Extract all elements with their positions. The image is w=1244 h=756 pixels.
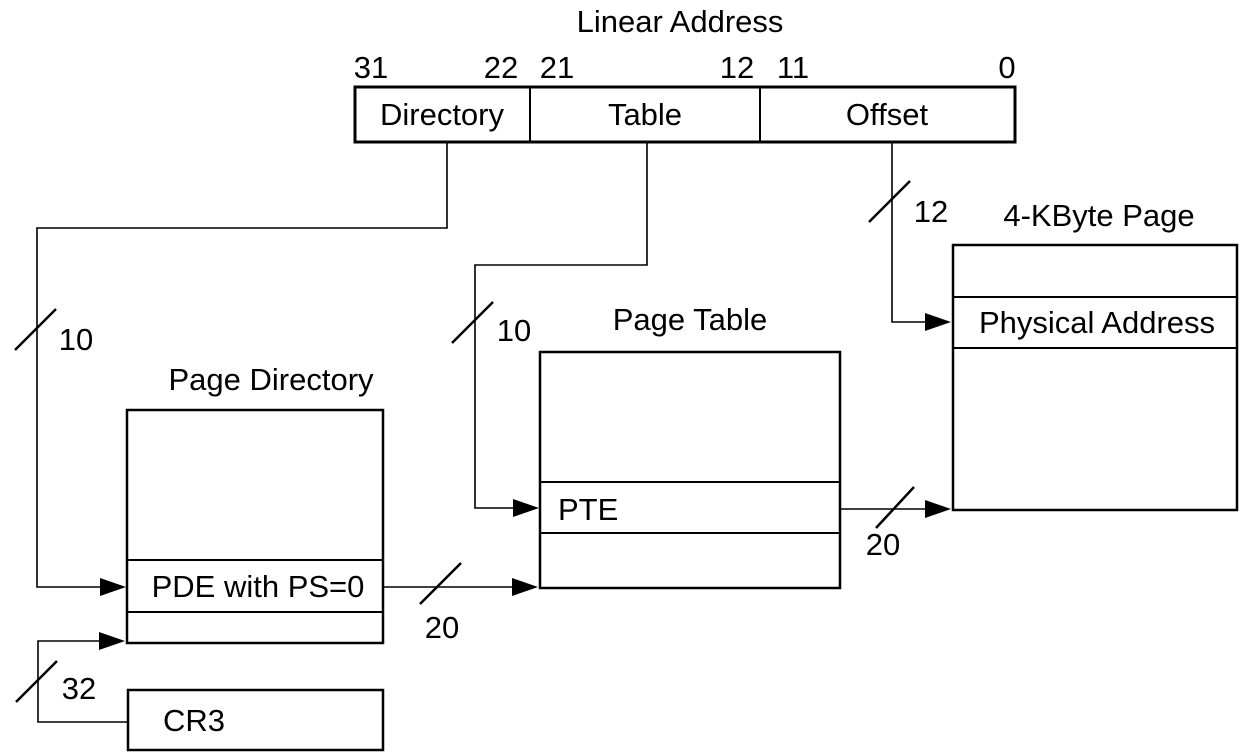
bit-label-12: 12 bbox=[720, 50, 754, 85]
pde-bus-slash bbox=[419, 562, 462, 605]
bit-label-0: 0 bbox=[998, 50, 1015, 85]
pte-entry-label: PTE bbox=[558, 492, 618, 527]
table-arrowhead-icon bbox=[513, 499, 539, 517]
offset-bus-slash bbox=[868, 180, 911, 223]
pte-bus-slash bbox=[875, 486, 915, 529]
offset-line bbox=[891, 142, 926, 323]
offset-arrowhead-icon bbox=[925, 313, 951, 331]
field-label-table: Table bbox=[608, 97, 682, 132]
pte-arrowhead-icon bbox=[925, 500, 951, 518]
diagram-title: Linear Address bbox=[577, 4, 784, 39]
cr3-label: CR3 bbox=[163, 703, 225, 738]
field-label-directory: Directory bbox=[380, 97, 505, 132]
table-bus-slash bbox=[451, 301, 494, 344]
bit-label-22: 22 bbox=[484, 50, 518, 85]
bit-label-11: 11 bbox=[777, 50, 809, 85]
pde-arrowhead-icon bbox=[512, 578, 538, 596]
cr3-arrowhead-icon bbox=[99, 632, 125, 650]
bus-width-directory: 10 bbox=[59, 322, 93, 357]
page-directory-title: Page Directory bbox=[168, 362, 374, 397]
bus-width-table: 10 bbox=[497, 313, 531, 348]
physical-address-label: Physical Address bbox=[979, 305, 1215, 340]
cr3-box bbox=[126, 688, 385, 752]
pde-entry-label: PDE with PS=0 bbox=[152, 569, 365, 604]
bit-label-31: 31 bbox=[354, 50, 388, 85]
directory-arrowhead-icon bbox=[100, 578, 126, 596]
bit-label-21: 21 bbox=[540, 50, 574, 85]
linear-address-box bbox=[353, 85, 1017, 144]
directory-index-line bbox=[36, 142, 448, 588]
page-table-title: Page Table bbox=[613, 302, 768, 337]
page-4k-title: 4-KByte Page bbox=[1003, 198, 1194, 233]
bus-width-pde: 20 bbox=[425, 610, 459, 645]
directory-bus-slash bbox=[14, 308, 57, 351]
table-index-line bbox=[474, 142, 648, 509]
page-4k-box bbox=[951, 243, 1239, 512]
bus-width-offset: 12 bbox=[914, 194, 948, 229]
cr3-bus-slash bbox=[15, 660, 58, 703]
bus-width-cr3: 32 bbox=[62, 671, 96, 706]
bus-width-pte: 20 bbox=[866, 527, 900, 562]
page-table-box bbox=[538, 350, 842, 590]
field-label-offset: Offset bbox=[846, 97, 929, 132]
page-directory-box bbox=[125, 408, 385, 645]
